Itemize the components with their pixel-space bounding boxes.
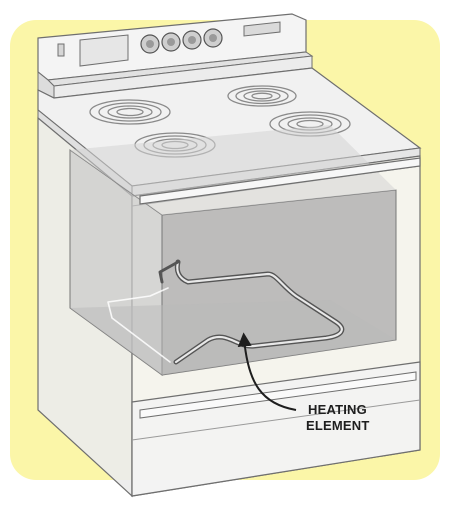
callout-label-line1: HEATING [308, 402, 367, 417]
indicator-light-icon [57, 43, 65, 57]
callout-arrow-icon [237, 332, 297, 411]
control-panel [37, 13, 314, 99]
control-knob-icon[interactable] [140, 34, 160, 54]
control-knob-icon[interactable] [161, 32, 181, 52]
control-knob-icon[interactable] [203, 28, 223, 48]
heating-element-callout: HEATING ELEMENT [237, 332, 370, 433]
control-knob-icon[interactable] [182, 30, 202, 50]
burner-coil-icon [227, 85, 297, 107]
oven-cavity [69, 125, 397, 376]
burner-coil-icon [89, 99, 171, 125]
clock-display-icon [243, 21, 281, 37]
callout-label-line2: ELEMENT [306, 418, 370, 433]
door-handle-icon[interactable] [139, 157, 421, 205]
storage-drawer[interactable] [131, 361, 421, 497]
